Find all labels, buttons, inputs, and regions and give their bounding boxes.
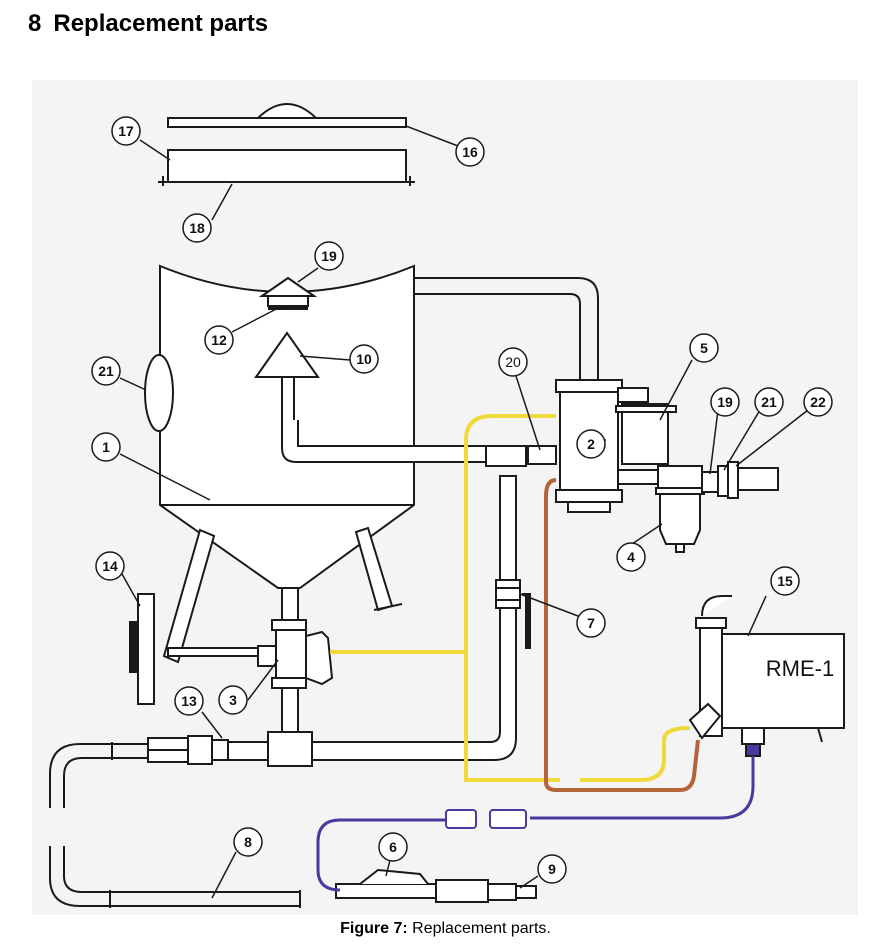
label-9: 9 [548,861,556,877]
blast-pipe [227,475,517,767]
callout-19-tank [314,241,344,271]
label-15: 15 [777,573,793,589]
label-20: 20 [505,354,521,370]
label-10: 10 [356,351,372,367]
callout-2 [576,429,606,459]
callout-numbers: 16 17 18 19 12 10 21 1 14 13 3 20 2 5 19… [98,123,826,877]
inlet-fitting-part-19 [701,471,719,493]
electric-cable [316,756,755,892]
callout-20 [498,347,528,377]
remote-control-part-15 [688,595,845,757]
callout-18 [182,213,212,243]
callout-1 [91,432,121,462]
inlet-hose-part-22 [727,461,779,499]
valve-handle-part-14 [129,593,259,705]
label-14: 14 [102,558,118,574]
callout-4 [616,542,646,572]
label-2: 2 [587,436,595,452]
label-4: 4 [627,549,635,565]
label-6: 6 [389,839,397,855]
lid-part-16 [167,103,407,128]
section-title: Replacement parts [53,10,269,37]
callout-3 [218,685,248,715]
callout-21-window [91,356,121,386]
callout-22 [803,387,833,417]
label-19-tank: 19 [321,248,337,264]
label-5: 5 [700,340,708,356]
filter-part-4 [655,465,705,553]
hose-coupling-part-13 [147,735,229,765]
air-control-hose [330,414,691,782]
cable-connector [445,809,527,829]
label-18: 18 [189,220,205,236]
nozzle-part-9 [487,883,537,901]
label-16: 16 [462,144,478,160]
inlet-coupling-part-21 [717,465,729,497]
regulator-part-5 [615,387,677,485]
inspection-window-part-21 [144,354,174,432]
callout-15 [770,566,800,596]
blast-hose-part-8 [49,742,301,908]
figure-caption: Figure 7: Replacement parts. [0,920,891,938]
callout-9 [537,854,567,884]
callout-8 [233,827,263,857]
label-19-fitting: 19 [717,394,733,410]
label-3: 3 [229,692,237,708]
sieve-part-18 [158,149,415,186]
label-21-window: 21 [98,363,114,379]
metering-valve-part-3 [257,587,334,733]
callout-7 [576,608,606,638]
deflector-cone-part-10 [254,331,320,423]
callout-10 [349,344,379,374]
label-21-coupling: 21 [761,394,777,410]
air-return-pipe [414,277,599,382]
replacement-parts-figure: RME-1 [32,80,858,915]
callout-21-coupling [754,387,784,417]
connector-part-20 [527,445,557,465]
nozzle-holder-part-6 [335,868,489,903]
callout-14 [95,551,125,581]
callout-5 [689,333,719,363]
tank-legs [162,526,403,664]
section-number: 8 [28,10,42,37]
label-1: 1 [102,439,110,455]
control-hose-brown [544,478,700,792]
callout-12 [204,325,234,355]
callout-16 [455,137,485,167]
caption-label: Figure 7: [340,920,408,937]
device-label-rme1: RME-1 [766,656,834,681]
pipe-tee [485,445,527,467]
callout-17 [111,116,141,146]
callouts [91,116,833,884]
label-8: 8 [244,834,252,850]
label-12: 12 [211,332,227,348]
label-22: 22 [810,394,826,410]
callout-19-fitting [710,387,740,417]
section-heading: 8 Replacement parts [28,10,268,38]
ball-valve-part-7 [495,579,531,649]
label-7: 7 [587,615,595,631]
callout-13 [174,686,204,716]
label-17: 17 [118,123,134,139]
label-13: 13 [181,693,197,709]
leader-lines [119,125,809,899]
callout-6 [378,832,408,862]
caption-text: Replacement parts. [412,920,551,937]
